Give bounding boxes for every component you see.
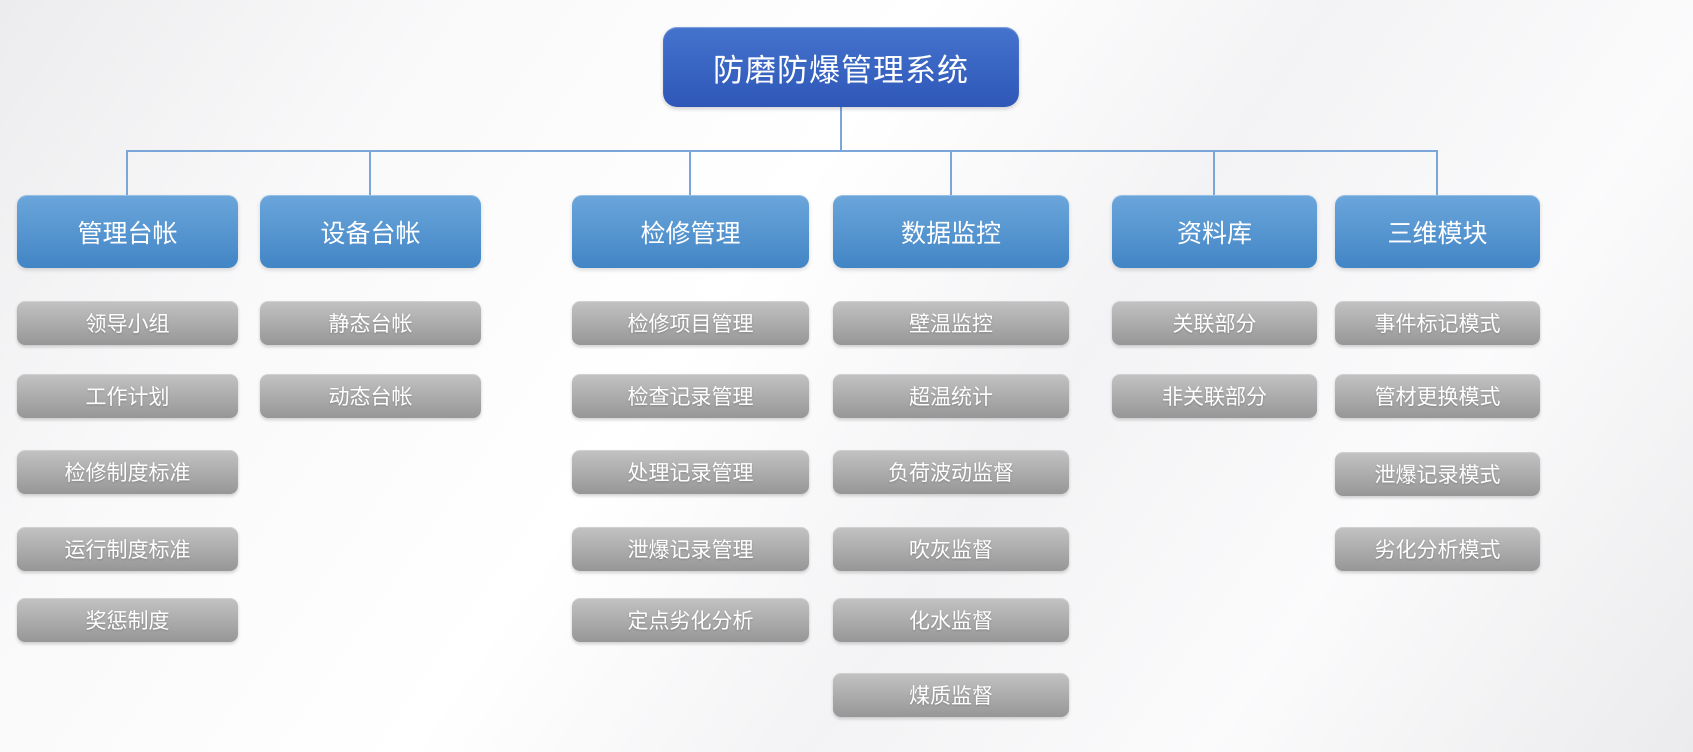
leaf-node: 管材更换模式: [1335, 374, 1540, 418]
branch-column-management-ledger: 管理台帐 领导小组 工作计划 检修制度标准 运行制度标准 奖惩制度: [17, 0, 238, 752]
connector-drop-6: [1436, 150, 1438, 196]
leaf-label: 非关联部分: [1162, 386, 1267, 409]
leaf-label: 事件标记模式: [1374, 313, 1501, 336]
branch-label: 数据监控: [900, 219, 1001, 248]
leaf-label: 壁温监控: [909, 313, 993, 336]
branch-label: 资料库: [1176, 219, 1252, 248]
branch-column-data-monitoring: 数据监控 壁温监控 超温统计 负荷波动监督 吹灰监督 化水监督 煤质监督: [833, 0, 1069, 752]
leaf-label: 检修制度标准: [64, 462, 191, 485]
leaf-node: 泄爆记录模式: [1335, 452, 1540, 496]
branch-label: 设备台帐: [320, 219, 421, 248]
connector-drop-4: [950, 150, 952, 196]
leaf-node: 处理记录管理: [572, 450, 809, 494]
connector-drop-1: [126, 150, 128, 196]
leaf-node: 定点劣化分析: [572, 598, 809, 642]
branch-3d-module: 三维模块: [1335, 195, 1540, 268]
branch-column-repository: 资料库 关联部分 非关联部分: [1112, 0, 1317, 752]
connector-root-riser: [840, 107, 842, 151]
leaf-node: 检查记录管理: [572, 374, 809, 418]
leaf-label: 动态台帐: [328, 386, 413, 409]
branch-label: 三维模块: [1387, 219, 1488, 248]
leaf-node: 工作计划: [17, 374, 238, 418]
leaf-label: 劣化分析模式: [1374, 539, 1501, 562]
branch-label: 管理台帐: [77, 219, 178, 248]
leaf-node: 劣化分析模式: [1335, 527, 1540, 571]
leaf-label: 处理记录管理: [627, 462, 754, 485]
leaf-label: 管材更换模式: [1374, 386, 1501, 409]
leaf-node: 奖惩制度: [17, 598, 238, 642]
connector-drop-2: [369, 150, 371, 196]
leaf-node: 事件标记模式: [1335, 301, 1540, 345]
leaf-node: 负荷波动监督: [833, 450, 1069, 494]
connector-drop-3: [689, 150, 691, 196]
leaf-label: 运行制度标准: [64, 539, 191, 562]
leaf-node: 检修项目管理: [572, 301, 809, 345]
branch-column-maintenance-management: 检修管理 检修项目管理 检查记录管理 处理记录管理 泄爆记录管理 定点劣化分析: [572, 0, 809, 752]
branch-maintenance-management: 检修管理: [572, 195, 809, 268]
leaf-label: 工作计划: [85, 386, 170, 409]
leaf-label: 静态台帐: [328, 313, 413, 336]
leaf-label: 煤质监督: [909, 685, 993, 708]
branch-data-monitoring: 数据监控: [833, 195, 1069, 268]
leaf-node: 壁温监控: [833, 301, 1069, 345]
leaf-label: 领导小组: [85, 313, 170, 336]
leaf-label: 吹灰监督: [909, 539, 993, 562]
leaf-label: 检修项目管理: [627, 313, 754, 336]
leaf-label: 关联部分: [1172, 313, 1257, 336]
branch-repository: 资料库: [1112, 195, 1317, 268]
leaf-label: 超温统计: [909, 386, 993, 409]
leaf-label: 负荷波动监督: [888, 462, 1014, 485]
root-node: 防磨防爆管理系统: [663, 27, 1019, 107]
leaf-node: 煤质监督: [833, 673, 1069, 717]
leaf-label: 奖惩制度: [85, 610, 170, 633]
branch-management-ledger: 管理台帐: [17, 195, 238, 268]
root-label: 防磨防爆管理系统: [713, 52, 969, 88]
leaf-node: 运行制度标准: [17, 527, 238, 571]
branch-column-3d-module: 三维模块 事件标记模式 管材更换模式 泄爆记录模式 劣化分析模式: [1335, 0, 1540, 752]
branch-column-equipment-ledger: 设备台帐 静态台帐 动态台帐: [260, 0, 481, 752]
leaf-node: 非关联部分: [1112, 374, 1317, 418]
branch-equipment-ledger: 设备台帐: [260, 195, 481, 268]
leaf-label: 泄爆记录模式: [1374, 464, 1501, 487]
leaf-label: 检查记录管理: [627, 386, 754, 409]
leaf-node: 动态台帐: [260, 374, 481, 418]
connector-horizontal-bus: [126, 150, 1438, 152]
connector-drop-5: [1213, 150, 1215, 196]
leaf-node: 泄爆记录管理: [572, 527, 809, 571]
leaf-node: 化水监督: [833, 598, 1069, 642]
leaf-label: 定点劣化分析: [627, 610, 754, 633]
leaf-node: 检修制度标准: [17, 450, 238, 494]
leaf-node: 关联部分: [1112, 301, 1317, 345]
branch-label: 检修管理: [640, 219, 741, 248]
leaf-node: 领导小组: [17, 301, 238, 345]
leaf-label: 化水监督: [909, 610, 993, 633]
leaf-label: 泄爆记录管理: [627, 539, 754, 562]
leaf-node: 超温统计: [833, 374, 1069, 418]
leaf-node: 吹灰监督: [833, 527, 1069, 571]
leaf-node: 静态台帐: [260, 301, 481, 345]
